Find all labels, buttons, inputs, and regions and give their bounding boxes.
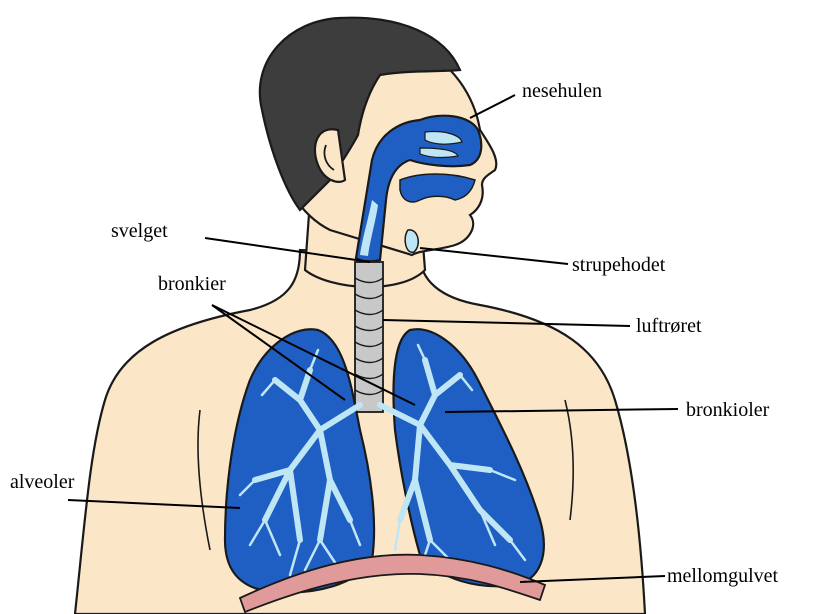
label-trachea: luftrøret [636,315,702,337]
label-nasal-cavity: nesehulen [522,80,602,102]
label-diaphragm: mellomgulvet [667,565,779,587]
label-alveoli: alveoler [10,471,75,493]
trachea [355,262,383,412]
label-larynx: strupehodet [572,254,666,276]
label-bronchioles: bronkioler [686,399,770,421]
label-pharynx: svelget [111,220,168,242]
label-bronchi: bronkier [158,273,226,295]
larynx [405,230,418,253]
